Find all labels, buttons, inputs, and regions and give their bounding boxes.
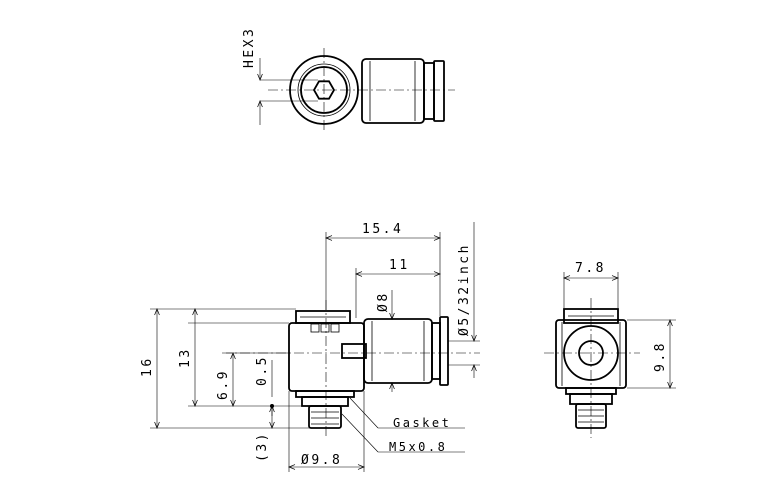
dim-16: 16 bbox=[140, 356, 155, 377]
dim-dia-tube: Ø5/32inch bbox=[457, 243, 472, 336]
side-view: 7.8 9.8 bbox=[544, 261, 676, 438]
dim-hex: HEX3 bbox=[242, 27, 257, 68]
dim-6-9: 6.9 bbox=[216, 369, 231, 400]
dim-11: 11 bbox=[389, 258, 410, 273]
top-view: HEX3 bbox=[242, 27, 455, 132]
front-view: 16 13 6.9 0.5 (3) Ø9.8 15.4 11 Ø8 bbox=[140, 222, 480, 472]
dim-side-9-8: 9.8 bbox=[653, 341, 668, 372]
dim-0-5: 0.5 bbox=[255, 355, 270, 386]
callout-gasket: Gasket bbox=[393, 416, 451, 430]
dim-dia-8: Ø8 bbox=[376, 291, 391, 312]
dim-13: 13 bbox=[178, 347, 193, 368]
dim-3: (3) bbox=[255, 431, 270, 462]
dim-7-8: 7.8 bbox=[575, 261, 606, 276]
dim-dia-9-8: Ø9.8 bbox=[301, 453, 342, 468]
dim-15-4: 15.4 bbox=[362, 222, 403, 237]
callout-thread: M5x0.8 bbox=[389, 440, 447, 454]
